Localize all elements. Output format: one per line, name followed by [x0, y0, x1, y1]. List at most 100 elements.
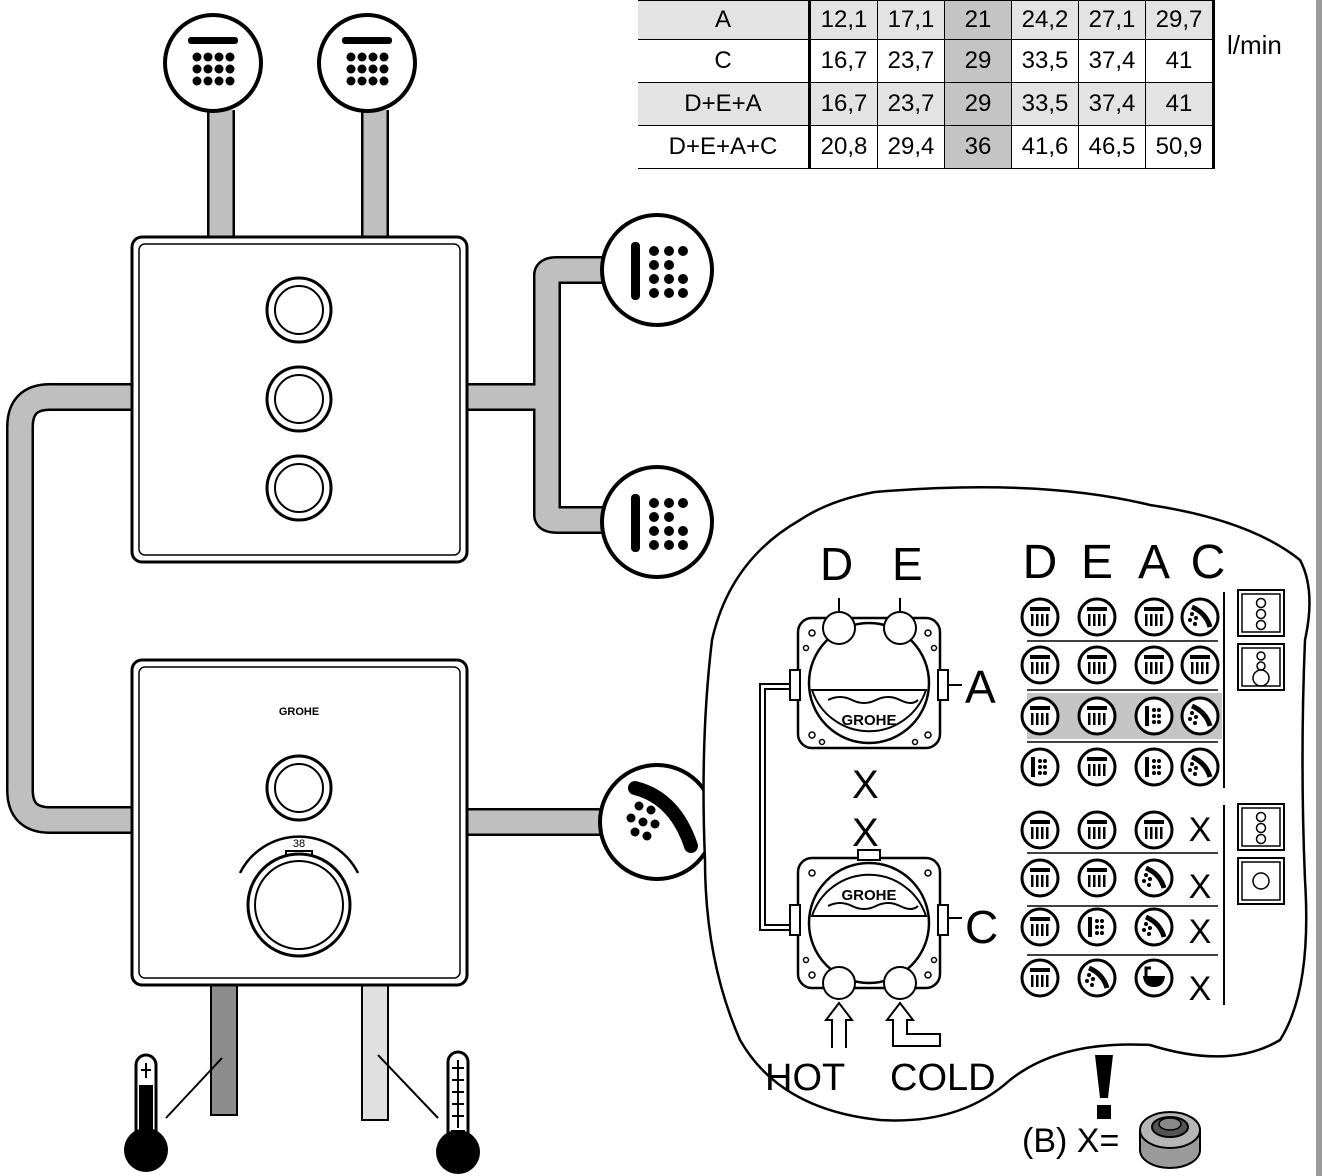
overhead-shower-icon: [1134, 597, 1174, 637]
cold-supply-pipe: [361, 984, 389, 1121]
header-d: D: [1023, 536, 1058, 589]
module-thermostat-2-buttons-icon: [1237, 643, 1285, 691]
pipe-loop: [6, 383, 140, 834]
overhead-shower-icon: [1077, 597, 1117, 637]
body-jet-icon: [1077, 907, 1117, 947]
warning-icon: [1095, 1055, 1113, 1119]
body-jet-icon: [600, 213, 714, 327]
table-cell: 29: [944, 82, 1012, 126]
table-cell: 46,5: [1078, 125, 1146, 169]
hand-shower-icon: [1079, 960, 1115, 996]
module-thermostat-icon: [1237, 857, 1285, 905]
overhead-shower-icon: [1077, 696, 1117, 736]
port-label-d: D: [820, 538, 853, 590]
table-cell: 12,1: [809, 0, 878, 40]
table-cell: 27,1: [1078, 0, 1146, 40]
overhead-shower-icon: [1077, 810, 1117, 850]
table-cell: 37,4: [1078, 82, 1146, 126]
port-label-c: C: [965, 901, 998, 953]
header-c: C: [1191, 536, 1226, 589]
table-row: A 12,1 17,1 21 24,2 27,1 29,7: [638, 0, 1215, 40]
flow-rate-table: A 12,1 17,1 21 24,2 27,1 29,7 C 16,7 23,…: [638, 0, 1215, 169]
table-cell: 23,7: [877, 82, 945, 126]
table-cell: 36: [944, 125, 1012, 169]
diverter-button-1: [265, 276, 333, 344]
x-mark: X: [1189, 970, 1212, 1008]
hot-supply-pipe: [210, 984, 238, 1116]
overhead-shower-icon: [1020, 645, 1060, 685]
bath-icon: [1134, 958, 1174, 998]
table-cell: 21: [944, 0, 1012, 40]
body-jet-icon: [1020, 747, 1060, 787]
table-cell: 41,6: [1011, 125, 1079, 169]
body-jet-icon: [1134, 696, 1174, 736]
overhead-shower-icon: [1020, 696, 1060, 736]
module-3-buttons-icon: [1237, 589, 1285, 637]
table-cell: 24,2: [1011, 0, 1079, 40]
table-row: D+E+A+C 20,8 29,4 36 41,6 46,5 50,9: [638, 125, 1215, 169]
valve-body-upper: GROHE: [789, 598, 962, 750]
table-cell: 29,4: [877, 125, 945, 169]
x-mark: X: [1189, 913, 1212, 951]
hot-thermometer-icon: [124, 1053, 223, 1172]
temperature-mark: 38: [293, 838, 305, 850]
hand-shower-icon: [1136, 909, 1172, 945]
body-jet-icon: [1134, 747, 1174, 787]
hand-shower-icon: [1182, 599, 1218, 635]
table-cell: 50,9: [1145, 125, 1215, 169]
x-mark: X: [852, 763, 879, 807]
overhead-shower-icon: [1020, 597, 1060, 637]
overhead-shower-icon: [1020, 810, 1060, 850]
port-label-a: A: [965, 661, 996, 713]
table-cell: 29: [944, 39, 1012, 83]
table-row: D+E+A 16,7 23,7 29 33,5 37,4 41: [638, 82, 1215, 126]
flow-unit-label: l/min: [1227, 30, 1282, 60]
thermostat-knob: [246, 852, 352, 958]
overhead-shower-icon: [1077, 858, 1117, 898]
overhead-shower-icon: [1180, 645, 1220, 685]
cold-label: COLD: [890, 1057, 996, 1099]
hot-inlet-arrow: [823, 1001, 855, 1048]
overhead-shower-icon: [163, 13, 263, 113]
thermostat-button: [265, 754, 333, 822]
table-cell: 37,4: [1078, 39, 1146, 83]
table-cell: 20,8: [809, 125, 878, 169]
diverter-button-2: [265, 365, 333, 433]
hot-label: HOT: [765, 1057, 845, 1099]
overhead-shower-icon: [1020, 907, 1060, 947]
table-cell: 29,7: [1145, 0, 1215, 40]
hand-shower-icon: [1182, 698, 1218, 734]
temperature-scale-arc: [238, 835, 360, 874]
cold-inlet-arrow: [884, 1001, 941, 1047]
brand-logo: GROHE: [841, 712, 896, 729]
diverter-button-3: [265, 454, 333, 522]
x-mark: X: [1189, 868, 1212, 906]
hand-shower-icon: [1182, 749, 1218, 785]
function-matrix-lower: X X X X: [1020, 810, 1212, 1008]
diverter-module: [130, 235, 469, 564]
overhead-shower-icon: [1134, 810, 1174, 850]
table-cell: 41: [1145, 82, 1215, 126]
brand-logo: GROHE: [841, 887, 896, 904]
table-cell: 16,7: [809, 39, 878, 83]
hand-shower-icon: [598, 763, 716, 881]
overhead-shower-icon: [1020, 958, 1060, 998]
row-label: D+E+A: [638, 82, 811, 126]
row-label: A: [638, 0, 811, 40]
thermostat-module: GROHE 38: [130, 658, 469, 987]
table-row: C 16,7 23,7 29 33,5 37,4 41: [638, 39, 1215, 83]
overhead-shower-icon: [1077, 645, 1117, 685]
overhead-shower-icon: [1077, 747, 1117, 787]
brand-logo: GROHE: [279, 706, 319, 718]
header-a: A: [1138, 536, 1170, 589]
x-mark: X: [852, 811, 879, 855]
overhead-shower-icon: [317, 13, 417, 113]
valve-body-lower: GROHE: [789, 849, 962, 1048]
page-edge: [1316, 0, 1322, 1176]
x-mark: X: [1189, 811, 1212, 849]
overhead-shower-icon: [1134, 645, 1174, 685]
plug-note-label: (B) X=: [1022, 1122, 1119, 1160]
row-label: D+E+A+C: [638, 125, 811, 169]
table-cell: 33,5: [1011, 39, 1079, 83]
